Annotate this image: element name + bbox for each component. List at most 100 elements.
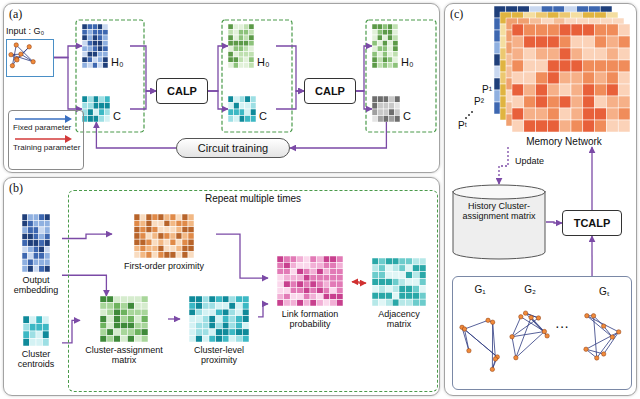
matrix-cell: [559, 120, 571, 132]
memory-layer: [506, 18, 624, 126]
matrix-cell: [202, 329, 209, 336]
matrix-graphic: [189, 296, 249, 342]
matrix-graphic: [22, 214, 50, 272]
matrix-cell: [152, 214, 158, 220]
matrix-cell: [389, 109, 395, 116]
matrix-cell: [188, 252, 194, 258]
matrix-cell: [571, 72, 583, 84]
matrix-cell: [170, 227, 176, 233]
matrix-cell: [406, 299, 413, 306]
matrix-cell: [382, 35, 387, 41]
matrix-cell: [372, 279, 379, 286]
matrix-cell: [379, 258, 386, 265]
matrix-cell: [330, 287, 337, 293]
matrix-cell: [229, 309, 236, 316]
matrix-cell: [336, 281, 343, 287]
matrix-cell: [379, 292, 386, 299]
matrix-cell: [323, 287, 330, 293]
matrix-cell: [393, 30, 398, 36]
matrix-cell: [310, 287, 317, 293]
matrix-cell: [372, 35, 377, 41]
matrix-cell: [114, 296, 121, 303]
matrix-cell: [512, 96, 524, 108]
matrix-cell: [121, 329, 128, 336]
matrix-cell: [536, 24, 548, 36]
matrix-cell: [606, 84, 618, 96]
matrix-cell: [92, 46, 97, 52]
matrix-cell: [44, 220, 50, 226]
matrix-cell: [524, 96, 536, 108]
matrix-cell: [512, 96, 524, 108]
matrix-cell: [310, 275, 317, 281]
matrix-cell: [242, 335, 249, 342]
matrix-cell: [28, 214, 34, 220]
matrix-cell: [104, 103, 110, 110]
matrix-cell: [107, 296, 114, 303]
matrix-cell: [182, 233, 188, 239]
matrix-cell: [323, 262, 330, 268]
matrix-cell: [606, 60, 618, 72]
matrix-cell: [393, 46, 398, 52]
node-label: Link formation probability: [268, 309, 352, 330]
matrix-cell: [39, 233, 45, 239]
matrix-cell: [176, 252, 182, 258]
matrix-cell: [524, 60, 536, 72]
graph-node: [601, 352, 605, 356]
matrix-cell: [377, 30, 382, 36]
matrix-cell: [547, 72, 559, 84]
matrix-cell: [547, 48, 559, 60]
matrix-cell: [44, 266, 50, 272]
matrix-cell: [222, 309, 229, 316]
matrix-cell: [379, 265, 386, 272]
matrix-cell: [134, 322, 141, 329]
legend-box: Fixed parameterTraining parameter: [8, 110, 84, 170]
matrix-cell: [176, 239, 182, 245]
matrix-cell: [547, 108, 559, 120]
matrix-cell: [222, 316, 229, 323]
matrix-cell: [389, 103, 395, 110]
matrix-cell: [583, 48, 595, 60]
matrix-cell: [28, 246, 34, 252]
matrix-cell: [44, 227, 50, 233]
matrix-cell: [245, 109, 251, 116]
matrix-cell: [196, 303, 203, 310]
matrix-cell: [618, 60, 630, 72]
matrix-cell: [103, 35, 108, 41]
graph-node: [27, 44, 31, 48]
sample-head: [65, 135, 72, 143]
matrix-cell: [82, 24, 87, 30]
connector: [208, 46, 228, 91]
matrix-cell: [92, 24, 97, 30]
matrix-cell: [394, 116, 400, 123]
matrix-cell: [413, 279, 420, 286]
matrix-cell: [99, 96, 105, 103]
matrix-cell: [393, 41, 398, 47]
matrix-cell: [606, 72, 618, 84]
matrix-graphic: [372, 96, 400, 122]
matrix-cell: [330, 300, 337, 306]
matrix-cell: [524, 108, 536, 120]
matrix-cell: [277, 287, 284, 293]
matrix-cell: [242, 316, 249, 323]
matrix-cell: [388, 24, 393, 30]
matrix-cell: [236, 329, 243, 336]
matrix-graphic: [100, 296, 148, 342]
matrix-cell: [297, 287, 304, 293]
matrix-cell: [512, 108, 524, 120]
matrix-cell: [164, 233, 170, 239]
matrix-cell: [583, 96, 595, 108]
connector: [356, 91, 372, 109]
matrix-cell: [512, 36, 524, 48]
matrix-cell: [100, 329, 107, 336]
matrix-cell: [88, 103, 94, 110]
matrix-cell: [242, 329, 249, 336]
graph-link: [597, 337, 613, 358]
matrix-cell: [571, 84, 583, 96]
matrix-cell: [127, 322, 134, 329]
node-label: Input : G₀: [6, 26, 54, 37]
training-store: Circuit training: [176, 138, 290, 158]
matrix-cell: [547, 72, 559, 84]
connector: [276, 91, 304, 109]
matrix-cell: [30, 339, 37, 347]
matrix-cell: [114, 322, 121, 329]
